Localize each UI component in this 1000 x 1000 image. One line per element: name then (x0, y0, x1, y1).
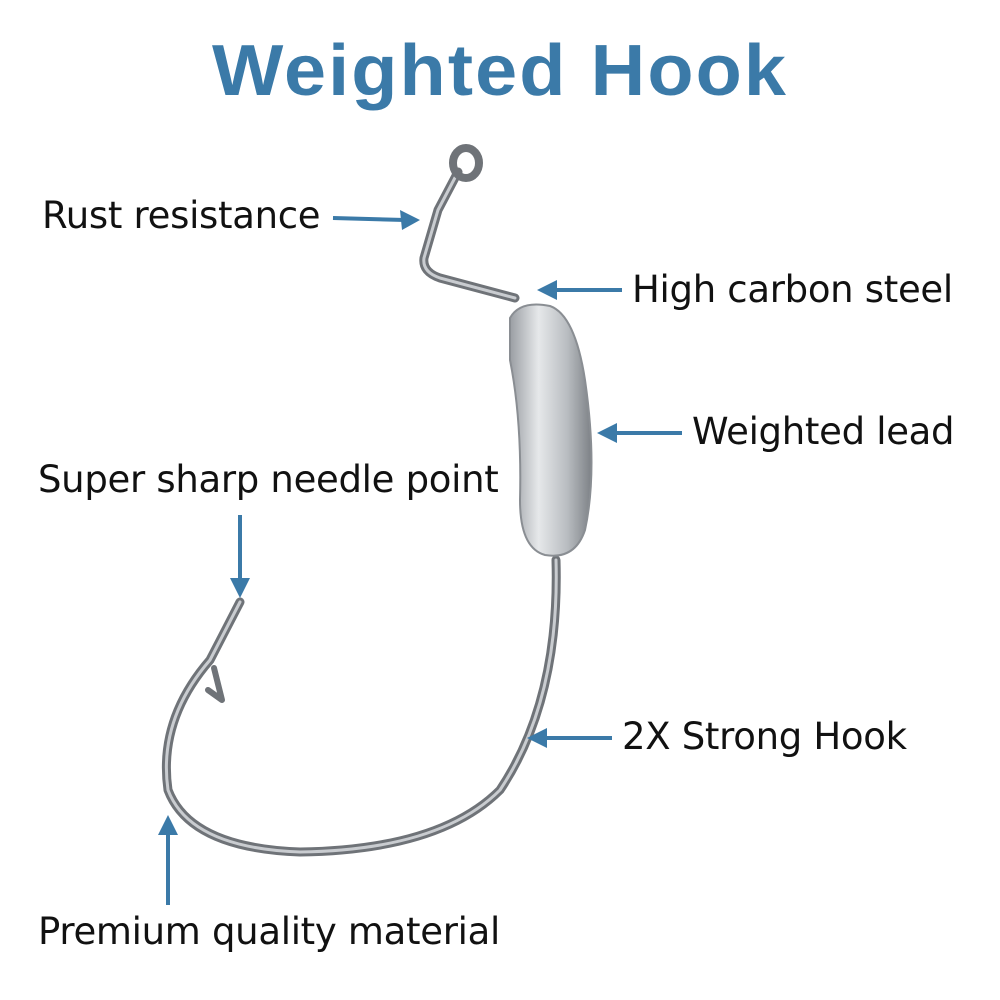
label-rust-resistance: Rust resistance (42, 194, 321, 237)
arrows (158, 210, 682, 905)
page-title: Weighted Hook (211, 31, 789, 111)
hook-wire (161, 167, 561, 857)
label-weighted-lead: Weighted lead (692, 410, 955, 453)
arrow-lead (597, 423, 682, 443)
hook-eye (449, 144, 483, 182)
label-strong-hook: 2X Strong Hook (622, 715, 907, 758)
label-needle-point: Super sharp needle point (38, 458, 499, 501)
hook-wire-highlight (164, 170, 558, 854)
arrow-premium (158, 815, 178, 905)
label-high-carbon-steel: High carbon steel (632, 268, 953, 311)
arrow-carbon (537, 280, 622, 300)
arrow-rust (332, 210, 420, 230)
arrow-strong (527, 728, 612, 748)
label-premium-material: Premium quality material (38, 910, 500, 953)
weighted-lead-body (509, 303, 593, 557)
arrow-needle (230, 515, 250, 598)
